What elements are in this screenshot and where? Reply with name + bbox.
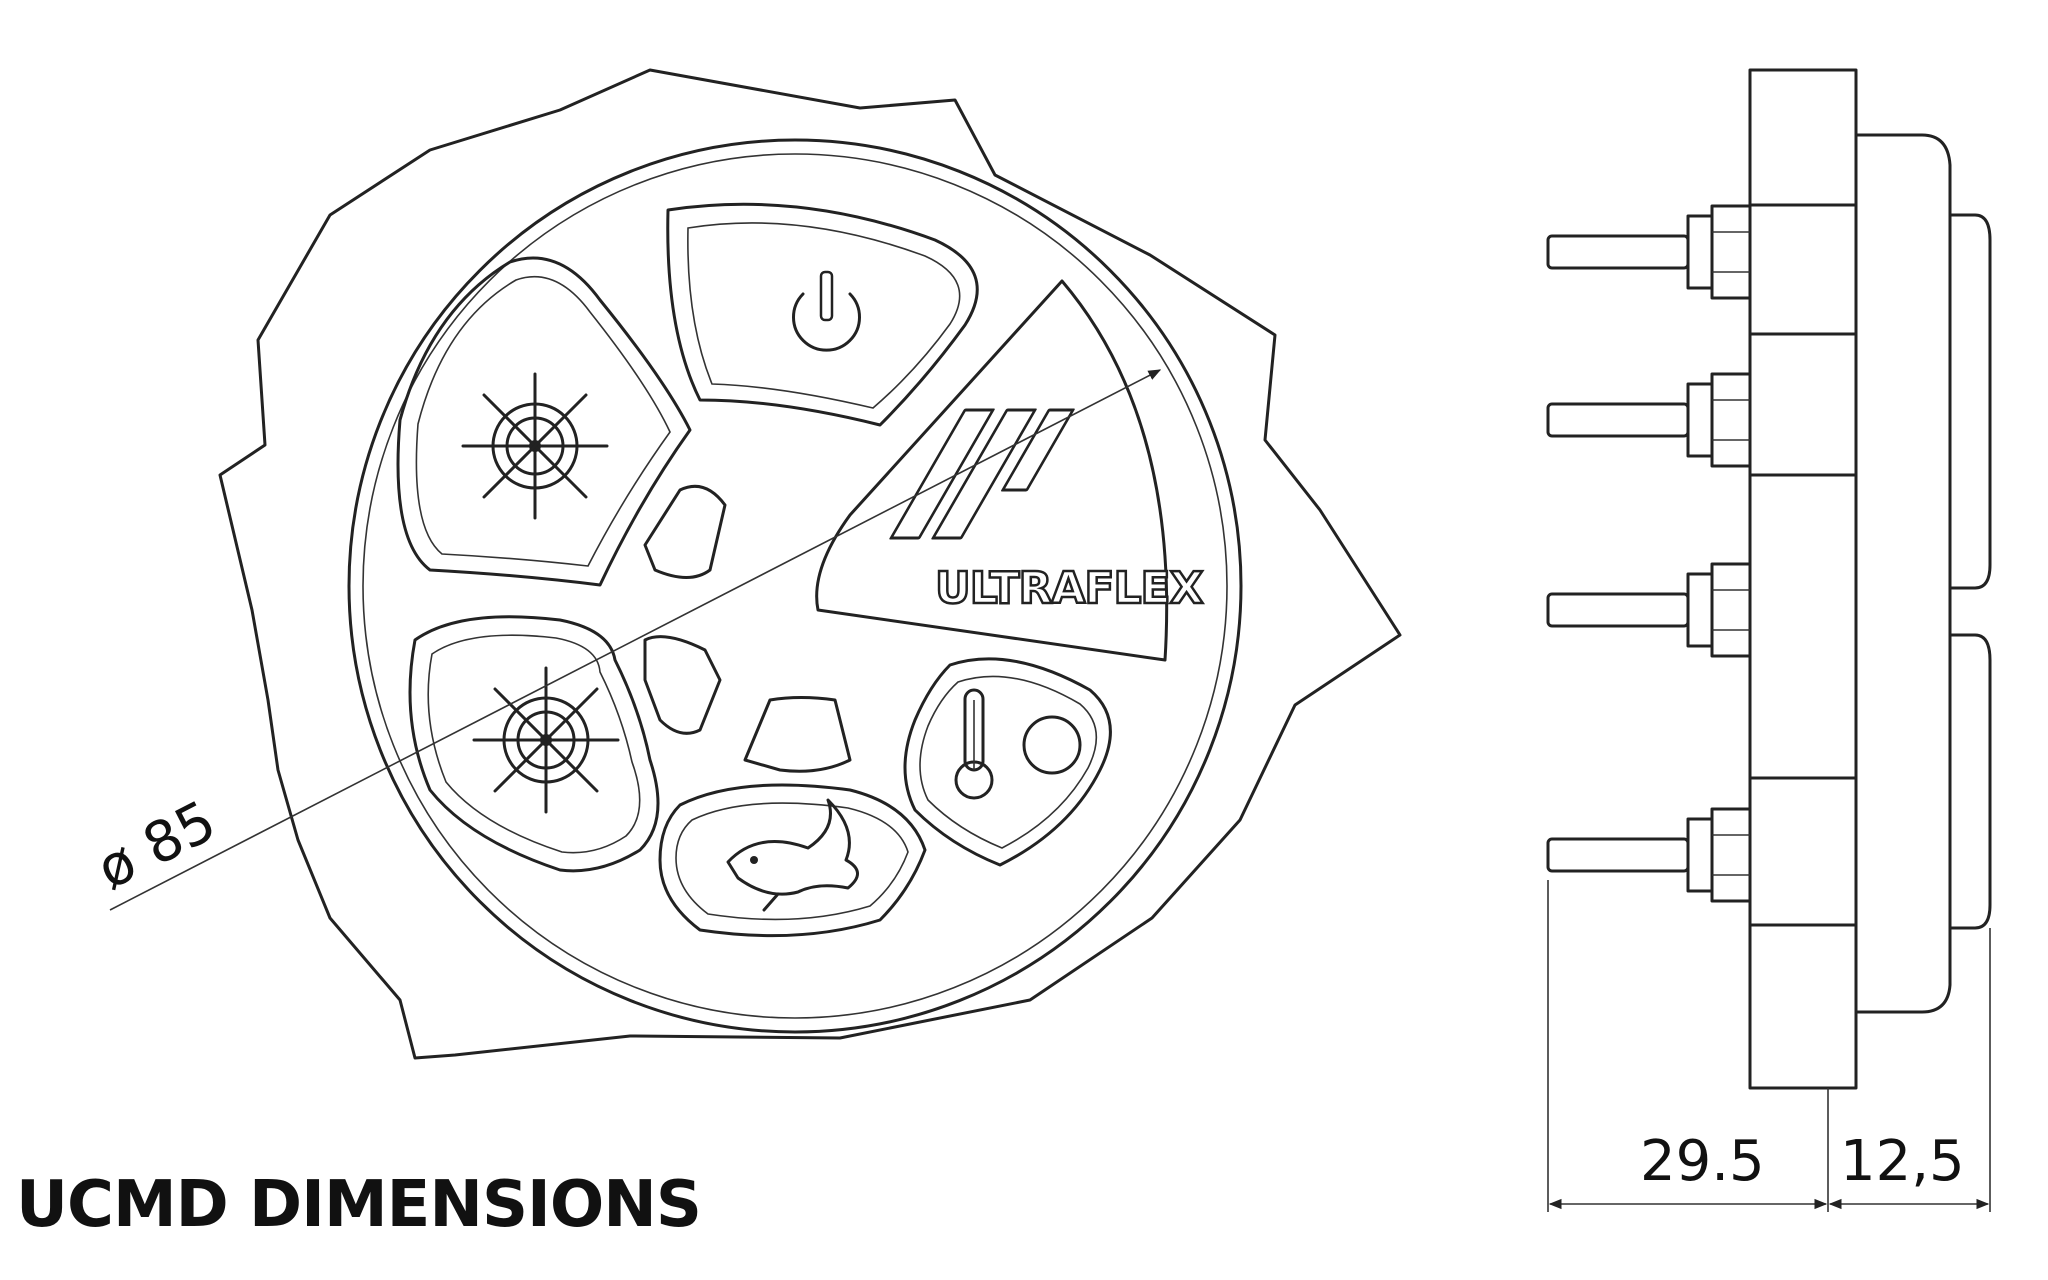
bezel-outer	[347, 138, 1243, 1034]
terminal-stud	[1546, 807, 1752, 903]
fish-icon	[726, 798, 859, 912]
helm-wheel-icon	[472, 666, 620, 814]
side-view: 29.5 12,5	[1546, 68, 1992, 1212]
led-lower	[743, 696, 852, 773]
depth-total-label: 29.5	[1640, 1129, 1765, 1194]
led-middle	[643, 635, 722, 735]
depth-panel-label: 12,5	[1840, 1129, 1965, 1194]
helm-button-lower[interactable]	[408, 615, 660, 873]
page-title: UCMD DIMENSIONS	[16, 1168, 702, 1242]
front-view: ULTRAFLEX	[87, 68, 1402, 1060]
rear-body	[1854, 133, 1952, 1014]
power-icon	[792, 270, 861, 352]
front-flange	[1748, 68, 1858, 1090]
temperature-button[interactable]	[903, 657, 1112, 867]
diameter-dim-line	[109, 369, 1162, 911]
bezel-inner	[362, 153, 1228, 1019]
helm-wheel-icon	[461, 372, 609, 520]
led-upper	[643, 484, 727, 579]
thermometer-icon	[954, 688, 994, 800]
indicator-light	[1022, 715, 1082, 775]
panel-outline	[218, 68, 1402, 1060]
helm-button-upper[interactable]	[396, 256, 692, 587]
brand-sector: ULTRAFLEX	[815, 279, 1206, 662]
fish-button[interactable]	[658, 783, 927, 938]
terminal-stud	[1546, 562, 1752, 658]
terminal-stud	[1546, 204, 1752, 300]
power-button[interactable]	[666, 202, 979, 427]
terminal-stud	[1546, 372, 1752, 468]
brand-label: ULTRAFLEX	[935, 563, 1204, 614]
